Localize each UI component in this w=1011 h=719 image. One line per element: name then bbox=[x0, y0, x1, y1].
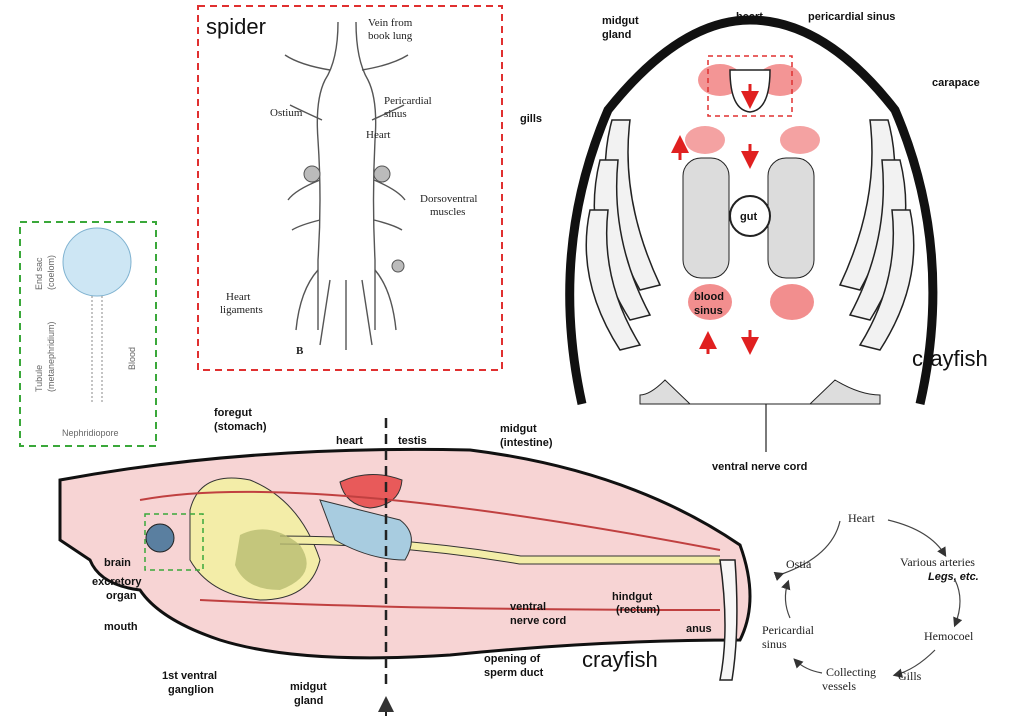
spider-muscle-right bbox=[374, 166, 390, 182]
side-label-ganglion-1: 1st ventral bbox=[162, 670, 217, 682]
side-label-midgut-1: midgut bbox=[500, 423, 537, 435]
crayfish-side-view: foregut (stomach) heart testis midgut (i… bbox=[60, 407, 750, 716]
side-label-hindgut-1: hindgut bbox=[612, 591, 653, 603]
gills-left bbox=[586, 120, 660, 350]
circulation-cycle: Heart Various arteries Legs, etc. Hemoco… bbox=[762, 511, 979, 693]
cycle-arteries: Various arteries bbox=[900, 555, 975, 569]
blood-sinus-right bbox=[770, 284, 814, 320]
side-label-foregut-1: foregut bbox=[214, 407, 252, 419]
spider-label-pericardial-2: sinus bbox=[384, 108, 407, 120]
side-label-sperm-1: opening of bbox=[484, 653, 541, 665]
cycle-pericardial-2: sinus bbox=[762, 637, 787, 651]
spider-muscle-left bbox=[304, 166, 320, 182]
side-label-ventral-2: nerve cord bbox=[510, 615, 566, 627]
spider-title: spider bbox=[206, 14, 266, 39]
nephridium-panel: End sac (coelom) Tubule (metanephridium)… bbox=[20, 222, 156, 446]
spider-label-vein-2: book lung bbox=[368, 30, 413, 42]
cycle-gills: Gills bbox=[898, 669, 922, 683]
cycle-pericardial-1: Pericardial bbox=[762, 623, 815, 637]
spider-label-ligaments-1: Heart bbox=[226, 291, 250, 303]
spider-label-vein-1: Vein from bbox=[368, 17, 413, 29]
cross-label-carapace: carapace bbox=[932, 77, 980, 89]
tubule-label-2: (metanephridium) bbox=[46, 321, 56, 392]
spider-label-dorsoventral-1: Dorsoventral bbox=[420, 193, 477, 205]
side-label-excretory-2: organ bbox=[106, 590, 137, 602]
side-label-testis: testis bbox=[398, 435, 427, 447]
side-label-excretory-1: excretory bbox=[92, 576, 142, 588]
cycle-collecting-1: Collecting bbox=[826, 665, 876, 679]
side-label-midgut-gland-1: midgut bbox=[290, 681, 327, 693]
cross-label-midgut-1: midgut bbox=[602, 15, 639, 27]
spider-label-pericardial-1: Pericardial bbox=[384, 95, 432, 107]
side-label-heart: heart bbox=[336, 435, 363, 447]
spider-heart-drawing bbox=[285, 22, 408, 350]
spider-muscle-lower bbox=[392, 260, 404, 272]
side-label-midgut-gland-2: gland bbox=[294, 695, 323, 707]
cross-label-blood-2: sinus bbox=[694, 305, 723, 317]
cycle-heart: Heart bbox=[848, 511, 875, 525]
side-label-sperm-2: sperm duct bbox=[484, 667, 544, 679]
side-label-ganglion-2: ganglion bbox=[168, 684, 214, 696]
tubule-label-1: Tubule bbox=[34, 365, 44, 392]
spider-label-ostium: Ostium bbox=[270, 107, 303, 119]
end-sac-circle bbox=[63, 228, 131, 296]
cross-label-ventral-nerve: ventral nerve cord bbox=[712, 461, 807, 473]
side-label-brain: brain bbox=[104, 557, 131, 569]
side-label-midgut-2: (intestine) bbox=[500, 437, 553, 449]
side-label-mouth: mouth bbox=[104, 621, 138, 633]
end-sac-label-1: End sac bbox=[34, 257, 44, 290]
side-label-foregut-2: (stomach) bbox=[214, 421, 267, 433]
cycle-collecting-2: vessels bbox=[822, 679, 856, 693]
cycle-ostia: Ostia bbox=[786, 557, 812, 571]
spider-label-heart: Heart bbox=[366, 129, 390, 141]
cross-label-gut: gut bbox=[740, 211, 757, 223]
nephridiopore-label: Nephridiopore bbox=[62, 428, 119, 438]
crayfish-cross-section: heart pericardial sinus midgut gland gil… bbox=[520, 11, 988, 473]
spider-panel: spider Vein from book lung Ostium Perica… bbox=[198, 6, 502, 370]
cross-label-pericardial: pericardial sinus bbox=[808, 11, 895, 23]
cross-label-midgut-2: gland bbox=[602, 29, 631, 41]
spider-label-b: B bbox=[296, 345, 304, 357]
cross-caption: crayfish bbox=[912, 346, 988, 371]
cross-label-blood-1: blood bbox=[694, 291, 724, 303]
cycle-hemocoel: Hemocoel bbox=[924, 629, 974, 643]
side-label-hindgut-2: (rectum) bbox=[616, 604, 660, 616]
side-brain bbox=[146, 524, 174, 552]
spider-label-ligaments-2: ligaments bbox=[220, 304, 263, 316]
cycle-legs: Legs, etc. bbox=[928, 571, 979, 583]
cross-label-heart: heart bbox=[736, 11, 763, 23]
blood-label: Blood bbox=[127, 347, 137, 370]
midgut-gland-left bbox=[683, 158, 729, 278]
side-label-anus: anus bbox=[686, 623, 712, 635]
side-caption: crayfish bbox=[582, 647, 658, 672]
side-label-ventral-1: ventral bbox=[510, 601, 546, 613]
midgut-gland-right bbox=[768, 158, 814, 278]
cross-label-gills: gills bbox=[520, 113, 542, 125]
spider-label-dorsoventral-2: muscles bbox=[430, 206, 465, 218]
gills-right bbox=[840, 120, 914, 350]
end-sac-label-2: (coelom) bbox=[46, 255, 56, 290]
